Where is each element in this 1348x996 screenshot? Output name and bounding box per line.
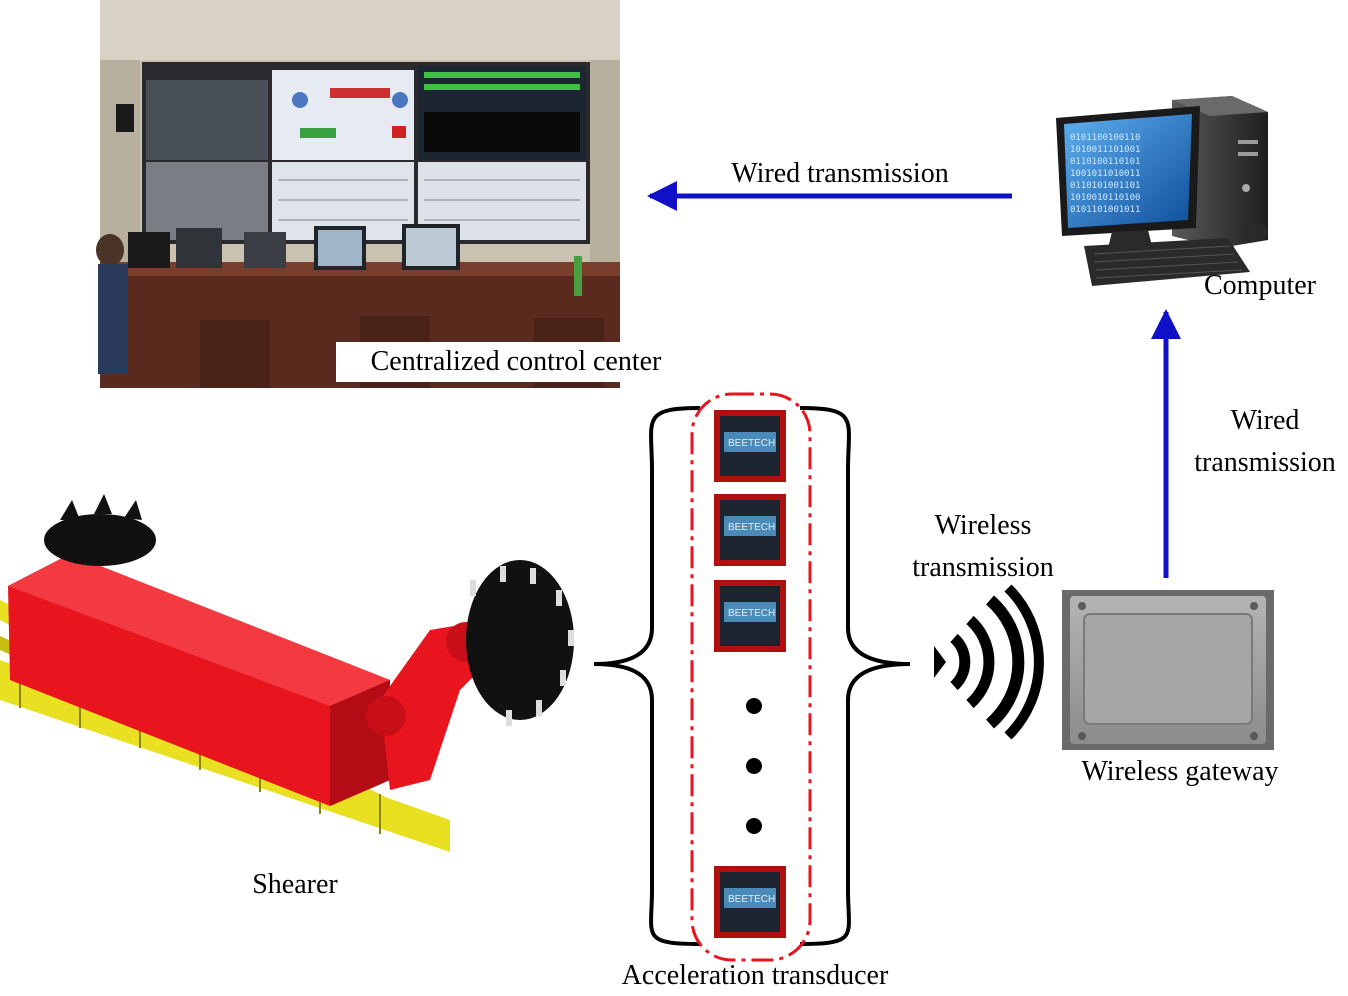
control-center-photo — [96, 0, 620, 388]
wired-transmission-top-label: Wired transmission — [731, 158, 949, 189]
desktop-computer-icon: 0101100100110 1010011101001 011010011010… — [1056, 96, 1268, 286]
svg-text:1001011010011: 1001011010011 — [1070, 169, 1140, 179]
svg-text:0101100100110: 0101100100110 — [1070, 133, 1140, 143]
wireless-line2: transmission — [912, 552, 1054, 583]
svg-text:1010011101001: 1010011101001 — [1070, 145, 1140, 155]
computer-label: Computer — [1204, 270, 1316, 301]
svg-text:0110101001101: 0110101001101 — [1070, 181, 1140, 191]
wireless-signal-icon — [934, 584, 1044, 740]
shearer-machine — [0, 494, 574, 852]
sensor-device-icon: BEETECH — [714, 866, 786, 938]
wired-right-line1: Wired — [1230, 405, 1300, 436]
wireless-gateway-label: Wireless gateway — [1081, 756, 1279, 787]
wireless-transmission-label: Wireless transmission — [878, 505, 1088, 589]
svg-text:BEETECH: BEETECH — [728, 522, 775, 533]
svg-text:0101101001011: 0101101001011 — [1070, 205, 1140, 215]
left-brace — [593, 406, 701, 946]
acceleration-transducer-label: Acceleration transducer — [621, 960, 889, 991]
ellipsis-dots — [746, 698, 762, 834]
control-center-label: Centralized control center — [336, 342, 696, 382]
wireless-line1: Wireless — [934, 510, 1032, 541]
right-brace — [799, 406, 911, 946]
svg-text:BEETECH: BEETECH — [728, 608, 775, 619]
svg-text:0110100110101: 0110100110101 — [1070, 157, 1140, 167]
svg-text:BEETECH: BEETECH — [728, 438, 775, 449]
sensor-device-icon: BEETECH — [714, 410, 786, 482]
gateway-box-icon — [1062, 590, 1274, 750]
svg-text:BEETECH: BEETECH — [728, 894, 775, 905]
transducer-group-outline — [690, 392, 812, 962]
svg-text:1010010110100: 1010010110100 — [1070, 193, 1140, 203]
sensor-device-icon: BEETECH — [714, 580, 786, 652]
shearer-label: Shearer — [252, 869, 338, 900]
wired-right-line2: transmission — [1194, 447, 1336, 478]
sensor-device-icon: BEETECH — [714, 494, 786, 566]
wired-transmission-right-label: Wired transmission — [1160, 400, 1348, 484]
